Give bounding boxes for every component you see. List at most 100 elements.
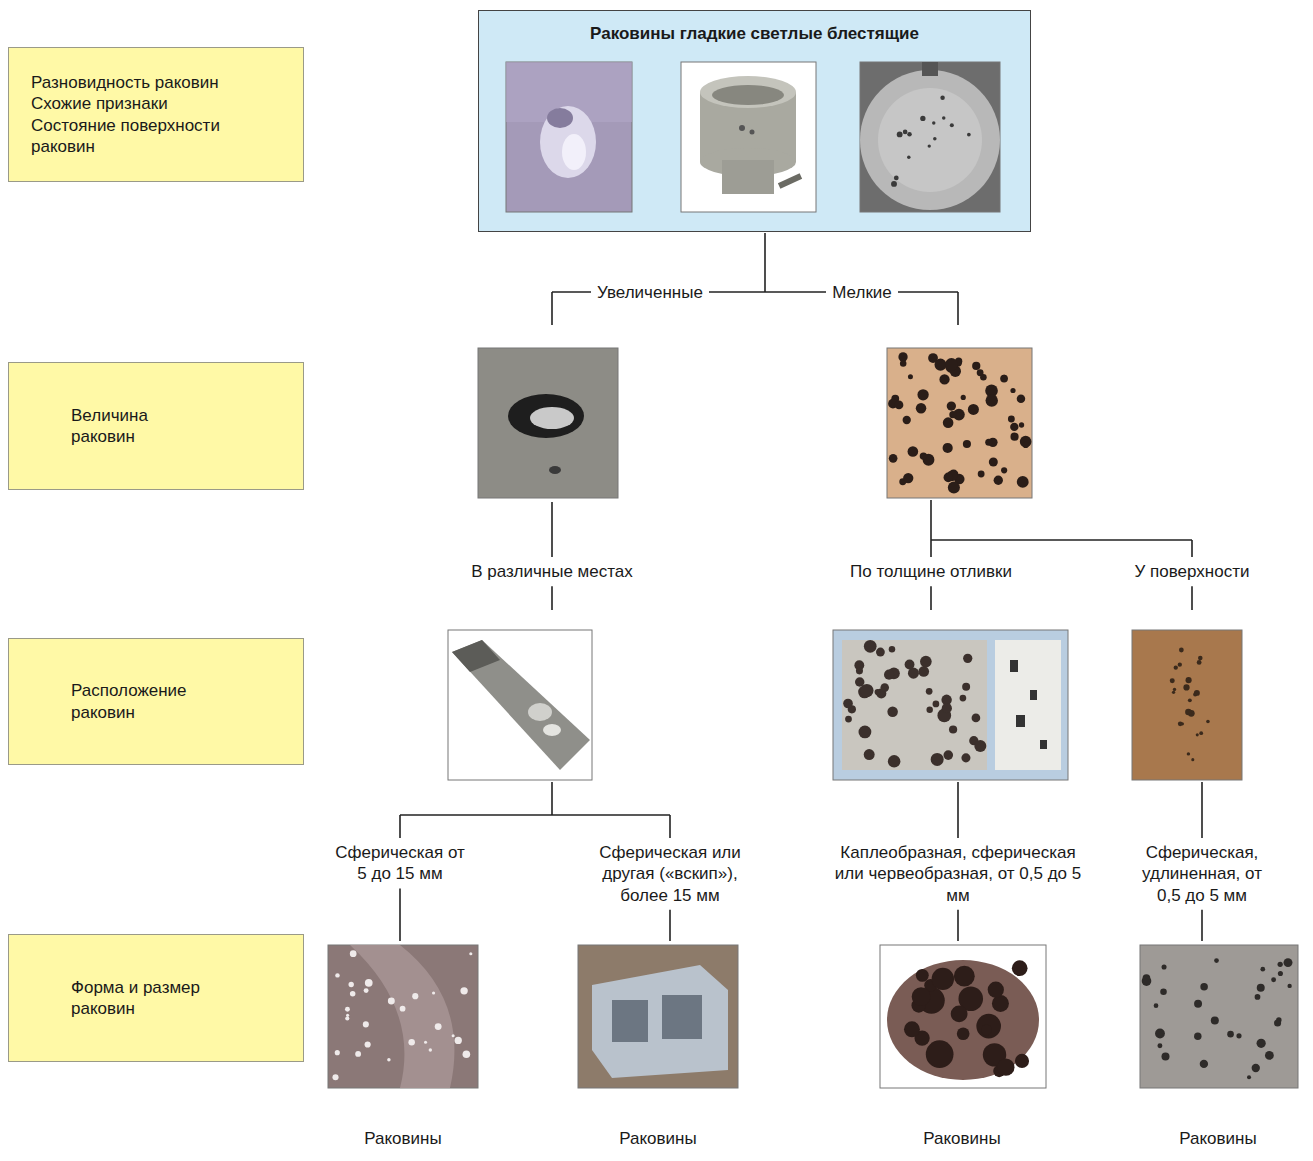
photo-spherical-holes-part — [424, 1041, 427, 1044]
photo-subsurface-holes-part — [1271, 977, 1276, 982]
photo-small-holes-part — [900, 360, 906, 366]
photo-surface-holes-part — [1199, 731, 1203, 735]
tree-line — [400, 814, 670, 816]
photo-small-holes-part — [985, 439, 992, 446]
photo-through-porosity-part — [855, 677, 864, 686]
photo-surface-holes-part — [1179, 648, 1184, 653]
photo-spherical-holes-part — [435, 1023, 442, 1030]
photo-bar-sample-part — [448, 630, 592, 780]
shape-size-label: Сферическая или другая («вскип»), более … — [589, 842, 751, 906]
photo-subsurface-holes-part — [1287, 984, 1291, 988]
photo-spherical-holes-part — [345, 1007, 350, 1012]
tree-line — [1191, 586, 1193, 610]
photo-subsurface-holes-part — [1157, 1043, 1162, 1048]
photo-subsurface-holes-part — [1278, 971, 1283, 976]
branch-label: Увеличенные — [591, 282, 709, 303]
photo-through-porosity-part — [974, 740, 986, 752]
photo-small-holes-part — [1008, 416, 1015, 423]
tree-line — [1201, 782, 1203, 838]
photo-small-holes-part — [1010, 388, 1015, 393]
photo-subsurface-holes-part — [1162, 965, 1167, 970]
tree-line — [1201, 910, 1203, 941]
photo-through-porosity-part — [856, 667, 863, 674]
category-box: Расположение раковин — [8, 638, 304, 765]
photo-surface-holes-part — [1188, 698, 1192, 702]
photo-section-porosity-part — [940, 95, 944, 99]
photo-through-porosity-part — [943, 750, 953, 760]
photo-small-holes-part — [895, 401, 904, 410]
photo-through-porosity-part — [864, 749, 875, 760]
photo-subsurface-holes-part — [1200, 1060, 1208, 1068]
category-text: Разновидность раковин Схожие признаки Со… — [31, 72, 243, 157]
photo-small-holes-part — [887, 348, 1032, 498]
photo-through-porosity-part — [972, 714, 981, 723]
photo-small-holes-part — [1000, 375, 1008, 383]
tree-line — [1191, 540, 1193, 557]
tree-line — [551, 502, 553, 557]
tree-line — [957, 292, 959, 325]
photo-surface-holes-part — [1185, 709, 1192, 716]
photo-subsurface-holes-part — [1236, 1033, 1241, 1038]
photo-section-porosity-part — [933, 137, 937, 141]
photo-subsurface-holes-part — [1252, 1064, 1260, 1072]
photo-surface-holes-part — [1191, 758, 1194, 761]
photo-section-porosity-part — [878, 88, 982, 192]
photo-subsurface-holes — [1140, 945, 1298, 1088]
photo-small-holes-part — [943, 417, 954, 428]
photo-subsurface-holes-part — [1255, 994, 1261, 1000]
photo-smooth-hole — [506, 62, 632, 212]
tree-line — [930, 500, 932, 540]
category-text: Расположение раковин — [71, 680, 203, 723]
photo-section-porosity-part — [967, 133, 971, 137]
photo-through-porosity-part — [926, 707, 932, 713]
photo-surface-holes-part — [1194, 690, 1200, 696]
photo-section-porosity-part — [894, 176, 899, 181]
photo-spherical-holes-part — [335, 1050, 340, 1055]
photo-subsurface-holes-part — [1284, 958, 1293, 967]
photo-casting-part-part — [700, 76, 796, 108]
photo-through-porosity-part — [859, 726, 872, 739]
header-box: Раковины гладкие светлые блестящие — [478, 10, 1031, 232]
photo-small-holes-part — [917, 389, 928, 400]
shape-size-label: Сферическая, удлиненная, от 0,5 до 5 мм — [1138, 842, 1266, 906]
tree-line — [551, 782, 553, 815]
tree-line — [551, 586, 553, 610]
photo-small-holes-part — [1020, 436, 1032, 448]
photo-spherical-holes-part — [455, 1037, 462, 1044]
photo-through-porosity-part — [875, 689, 881, 695]
photo-through-porosity-part — [884, 670, 894, 680]
photo-spherical-holes-part — [335, 973, 339, 977]
photo-blowhole-casting-part — [662, 995, 702, 1039]
photo-smooth-hole-part — [562, 134, 586, 170]
photo-small-holes-part — [1017, 395, 1026, 404]
photo-surface-holes-part — [1197, 660, 1202, 665]
photo-subsurface-holes-part — [1265, 1051, 1274, 1060]
photo-porous-section-part — [916, 969, 929, 982]
photo-small-holes-part — [1023, 442, 1029, 448]
category-text: Величина раковин — [71, 405, 183, 448]
photo-large-hole-part — [478, 348, 618, 498]
category-text: Форма и размер раковин — [71, 977, 219, 1020]
tree-line — [551, 292, 553, 325]
photo-small-holes-part — [1010, 433, 1018, 441]
photo-through-porosity-part — [1016, 715, 1025, 727]
defect-name: Раковины — [1179, 1128, 1256, 1149]
photo-porous-section-part — [988, 982, 1004, 998]
photo-spherical-holes-part — [365, 979, 373, 987]
photo-section-porosity-part — [932, 121, 935, 124]
photo-section-porosity-part — [897, 131, 903, 137]
photo-small-holes-part — [978, 471, 985, 478]
photo-subsurface-holes-part — [1194, 1033, 1201, 1040]
photo-surface-holes-part — [1172, 691, 1175, 694]
photo-spherical-holes-part — [332, 1074, 338, 1080]
tree-line — [764, 233, 766, 292]
tree-line — [930, 586, 932, 610]
photo-subsurface-holes-part — [1155, 1029, 1165, 1039]
defect-name: Раковины — [619, 1128, 696, 1149]
photo-subsurface-holes-part — [1257, 984, 1265, 992]
photo-small-holes-part — [1017, 476, 1029, 488]
photo-small-holes-part — [903, 473, 913, 483]
photo-spherical-holes-part — [363, 1021, 369, 1027]
photo-large-hole-part — [530, 407, 574, 429]
photo-spherical-holes-part — [328, 945, 478, 1088]
